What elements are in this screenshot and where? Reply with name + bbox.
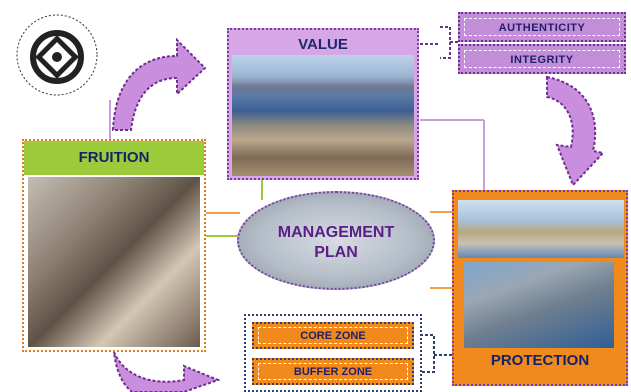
protection-panel: PROTECTION — [452, 190, 628, 386]
management-plan-label: MANAGEMENT PLAN — [239, 223, 433, 263]
curved-arrow-icon — [113, 351, 220, 392]
management-plan-ellipse: MANAGEMENT PLAN — [237, 191, 435, 290]
authenticity-label: AUTHENTICITY — [464, 18, 620, 36]
protection-photo-coast — [458, 200, 624, 258]
value-photo — [232, 55, 414, 176]
integrity-label: INTEGRITY — [464, 50, 620, 68]
unesco-world-heritage-emblem — [16, 14, 98, 96]
value-title: VALUE — [298, 36, 348, 53]
fruition-photo — [28, 177, 200, 347]
fruition-title: FRUITION — [24, 141, 204, 175]
zone-frame — [244, 314, 422, 392]
fruition-panel: FRUITION — [22, 139, 206, 352]
core-zone-tag: CORE ZONE — [252, 322, 414, 349]
buffer-zone-label: BUFFER ZONE — [258, 363, 408, 380]
integrity-tag: INTEGRITY — [458, 44, 626, 74]
value-panel: VALUE — [227, 28, 419, 180]
core-zone-label: CORE ZONE — [258, 327, 408, 344]
curved-arrow-icon — [546, 75, 603, 187]
management-plan-line1: MANAGEMENT — [277, 224, 395, 241]
authenticity-tag: AUTHENTICITY — [458, 12, 626, 42]
curved-arrow-icon — [111, 37, 207, 131]
buffer-zone-tag: BUFFER ZONE — [252, 358, 414, 385]
protection-title: PROTECTION — [490, 352, 590, 369]
management-plan-line2: PLAN — [314, 244, 358, 261]
protection-photo-port — [464, 262, 614, 348]
